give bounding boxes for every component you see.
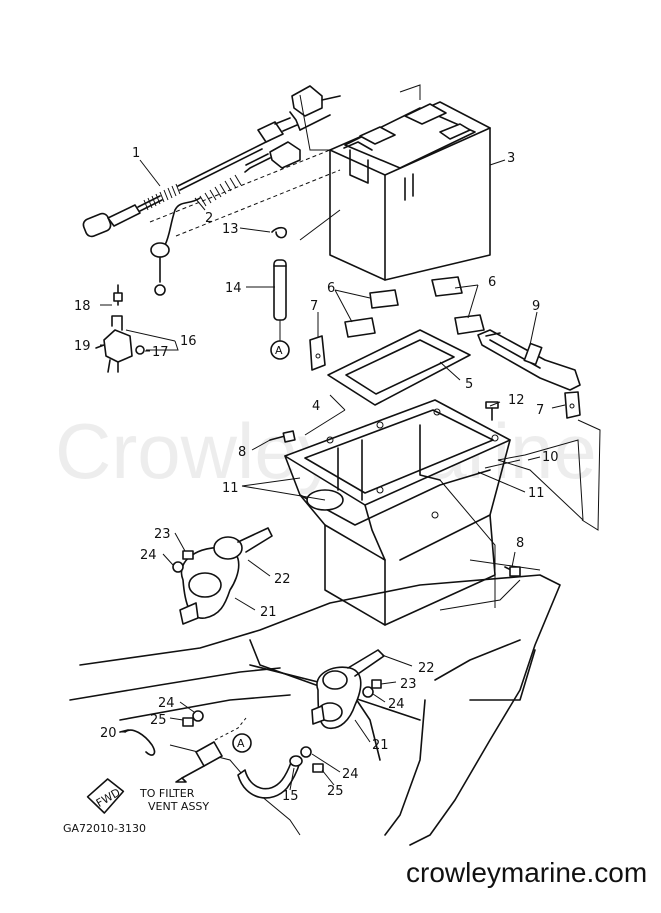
- clip-17[interactable]: [135, 345, 145, 355]
- fwd-arrow: FWD: [86, 778, 125, 814]
- washer-24-bottom-left[interactable]: [192, 710, 204, 722]
- callout-1: 1: [132, 146, 140, 161]
- clamp-20[interactable]: [119, 729, 156, 756]
- ref-marker-a-bottom: A: [232, 733, 252, 753]
- callout-13: 13: [222, 222, 239, 237]
- callout-23-lower: 23: [400, 677, 417, 692]
- battery-cable-1[interactable]: [82, 85, 323, 238]
- drawing-code: GA72010-3130: [63, 822, 146, 835]
- bolt-23-upper[interactable]: [182, 550, 194, 560]
- note-line-2: VENT ASSY: [148, 800, 209, 813]
- svg-text:A: A: [275, 344, 283, 357]
- callout-8-right: 8: [516, 536, 524, 551]
- bolt-8-right[interactable]: [504, 566, 521, 577]
- callout-numbers: 1 2 3 4 5 6 6 7 7 8 8 9 10 11 11 12 13 1…: [74, 146, 559, 804]
- callout-12: 12: [508, 393, 525, 408]
- callout-7-left: 7: [310, 299, 318, 314]
- callout-2: 2: [205, 211, 213, 226]
- battery-cable-2[interactable]: [150, 95, 341, 296]
- callout-22-lower: 22: [418, 661, 435, 676]
- rod-14[interactable]: [273, 259, 287, 321]
- callout-3: 3: [507, 151, 515, 166]
- hose-15[interactable]: [237, 755, 303, 799]
- washer-24-bottom-right[interactable]: [300, 746, 312, 758]
- site-url[interactable]: crowleymarine.com: [406, 857, 647, 888]
- callout-24-lower: 24: [388, 697, 405, 712]
- note-line-1: TO FILTER: [139, 787, 195, 800]
- callout-9: 9: [532, 299, 540, 314]
- clip-13[interactable]: [271, 226, 288, 239]
- callout-11-left: 11: [222, 481, 239, 496]
- callout-22-upper: 22: [274, 572, 291, 587]
- callout-14: 14: [225, 281, 242, 296]
- pads-6[interactable]: [344, 276, 485, 338]
- drain-fitting-21-lower[interactable]: [311, 649, 385, 730]
- callout-24-bottom-right: 24: [342, 767, 359, 782]
- gasket-5[interactable]: [327, 329, 471, 406]
- callout-24-upper: 24: [140, 548, 157, 563]
- callout-7-right: 7: [536, 403, 544, 418]
- nut-25-bottom-right[interactable]: [312, 763, 324, 773]
- callout-10: 10: [542, 450, 559, 465]
- callout-19: 19: [74, 339, 91, 354]
- callout-21-upper: 21: [260, 605, 277, 620]
- strap-10[interactable]: [484, 439, 584, 522]
- bracket-7-right[interactable]: [564, 391, 581, 419]
- svg-text:A: A: [237, 737, 245, 750]
- relay-19[interactable]: [95, 315, 133, 373]
- callout-15: 15: [282, 789, 299, 804]
- callout-5: 5: [465, 377, 473, 392]
- ref-marker-a-top: A: [270, 320, 290, 360]
- callout-25-right: 25: [327, 784, 344, 799]
- callout-6-left: 6: [327, 281, 335, 296]
- callout-23-upper: 23: [154, 527, 171, 542]
- strap-9[interactable]: [477, 329, 581, 391]
- routing-lines: [149, 84, 421, 241]
- battery-box[interactable]: [284, 399, 511, 626]
- hull-outline: [69, 559, 561, 846]
- callout-21-lower: 21: [372, 738, 389, 753]
- bolt-23-lower[interactable]: [371, 679, 382, 689]
- vent-pipe[interactable]: [175, 717, 247, 783]
- box-strap-lines: [439, 419, 601, 608]
- callout-11-right: 11: [528, 486, 545, 501]
- callout-24-bottom-left: 24: [158, 696, 175, 711]
- battery[interactable]: [329, 101, 491, 281]
- callout-6-right: 6: [488, 275, 496, 290]
- callout-20: 20: [100, 726, 117, 741]
- callout-25-left: 25: [150, 713, 167, 728]
- washer-24-upper[interactable]: [172, 561, 184, 573]
- bracket-7-left[interactable]: [309, 335, 326, 371]
- washer-24-lower[interactable]: [362, 686, 374, 698]
- drain-fitting-21-upper[interactable]: [179, 527, 273, 625]
- callout-18: 18: [74, 299, 91, 314]
- callout-4: 4: [312, 399, 320, 414]
- callout-8-left: 8: [238, 445, 246, 460]
- nut-25-bottom-left[interactable]: [182, 717, 194, 727]
- callout-17: 17: [152, 345, 169, 360]
- fuse-18[interactable]: [113, 284, 123, 306]
- bolt-8-left[interactable]: [269, 430, 296, 443]
- callout-16: 16: [180, 334, 197, 349]
- leader-lines: [100, 159, 566, 791]
